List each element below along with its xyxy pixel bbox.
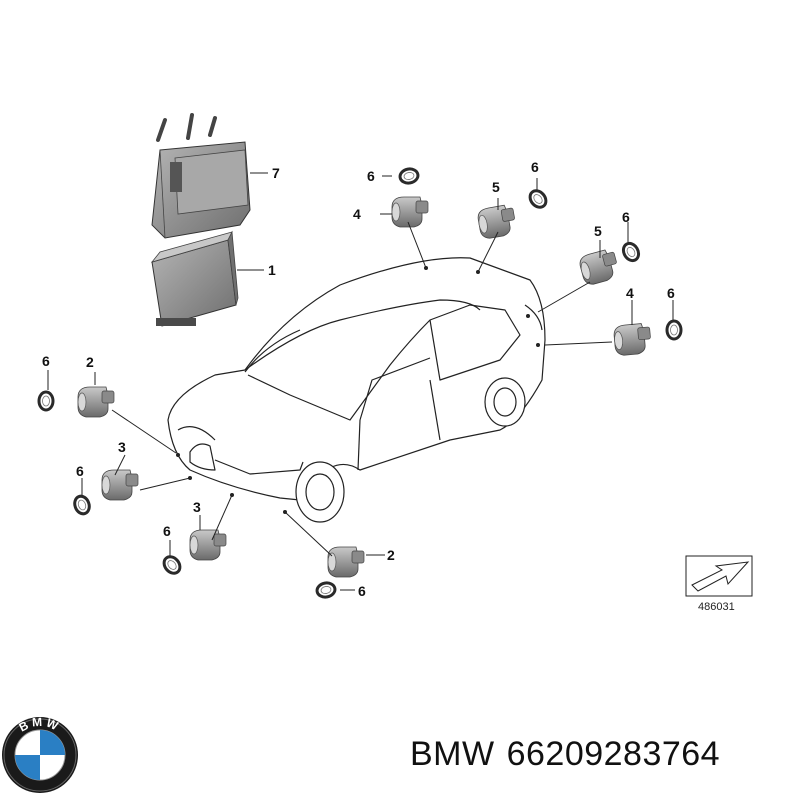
ring-7 — [159, 552, 185, 578]
ring-6 — [70, 492, 94, 518]
car-outline — [167, 257, 546, 523]
leader-dots — [176, 266, 540, 514]
ring-1 — [397, 166, 421, 186]
sensor-front-left-outer — [77, 386, 115, 418]
callout-3b: 3 — [193, 499, 201, 515]
callout-2a: 2 — [86, 354, 94, 370]
sensor-front-center — [189, 529, 227, 561]
callout-6b: 6 — [531, 159, 539, 175]
callout-4b: 4 — [626, 285, 634, 301]
ring-2 — [525, 186, 551, 212]
reference-code: 486031 — [698, 601, 735, 613]
reference-box: 486031 — [685, 555, 753, 613]
sensor-rear-angled-2 — [577, 247, 621, 287]
callout-5a: 5 — [492, 179, 500, 195]
callout-labels: 7 1 6 4 5 6 5 6 4 6 6 2 3 6 3 6 2 6 — [42, 159, 675, 599]
bmw-logo: BMW — [2, 715, 78, 793]
ring-8 — [314, 580, 338, 600]
callout-6d: 6 — [667, 285, 675, 301]
callout-6g: 6 — [163, 523, 171, 539]
callout-5b: 5 — [594, 223, 602, 239]
callout-6c: 6 — [622, 209, 630, 225]
callout-1: 1 — [268, 262, 276, 278]
callout-3a: 3 — [118, 439, 126, 455]
brand-name: BMW — [410, 735, 495, 773]
callout-6h: 6 — [358, 583, 366, 599]
ring-4 — [665, 319, 683, 341]
callout-2b: 2 — [387, 547, 395, 563]
ring-5 — [37, 390, 55, 412]
sensor-rear-top — [391, 196, 429, 228]
sensor-rear-side — [612, 322, 653, 357]
callout-6a: 6 — [367, 168, 375, 184]
callout-6e: 6 — [42, 353, 50, 369]
sensor-front-right — [327, 546, 365, 578]
leader-lines — [47, 172, 674, 591]
callout-7: 7 — [272, 165, 280, 181]
ring-3 — [618, 239, 644, 265]
product-caption: BMW 66209283764 — [410, 735, 732, 774]
control-unit-bracket — [151, 113, 251, 239]
logo-letters: BMW — [17, 715, 63, 735]
callout-6f: 6 — [76, 463, 84, 479]
control-unit — [150, 230, 239, 327]
sensor-front-left-inner — [101, 469, 139, 501]
part-number: 66209283764 — [506, 735, 721, 773]
callout-4a: 4 — [353, 206, 361, 222]
